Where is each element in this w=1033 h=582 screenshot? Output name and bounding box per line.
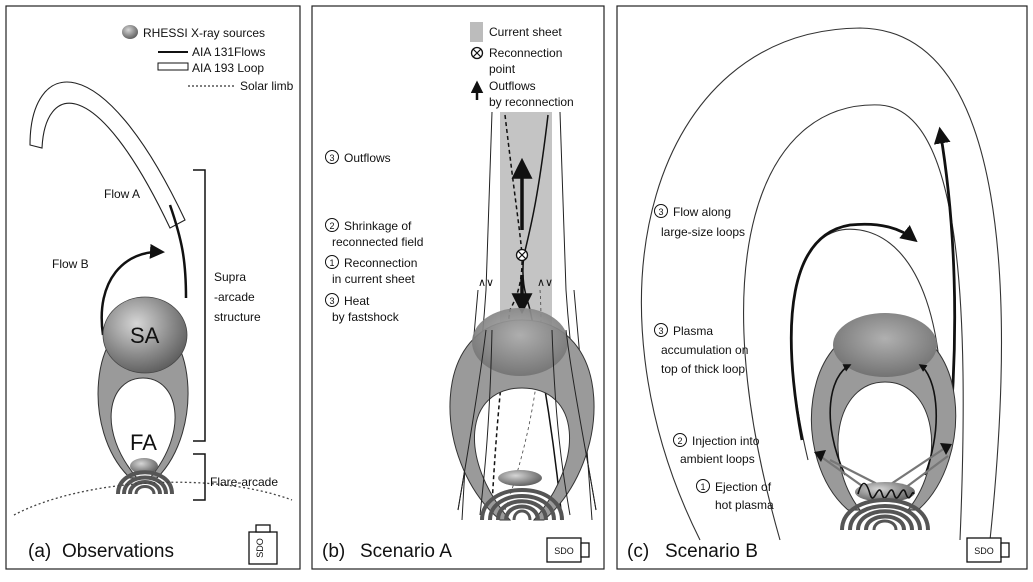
flare-arcade-c xyxy=(840,498,930,531)
legend-current-sheet: Current sheet xyxy=(489,25,562,39)
recon-legend-icon xyxy=(470,46,484,60)
caption-c-id: (c) xyxy=(627,541,649,562)
flare-arcade-bracket xyxy=(193,453,206,501)
svg-text:Heat: Heat xyxy=(344,294,370,308)
svg-text:Flow along: Flow along xyxy=(673,205,731,219)
svg-text:top of thick loop: top of thick loop xyxy=(661,362,745,376)
current-sheet-legend-icon xyxy=(470,22,483,42)
caption-c-title: Scenario B xyxy=(665,541,758,562)
supra-label-1: Supra xyxy=(214,270,246,284)
legend-rhessi: RHESSI X-ray sources xyxy=(143,26,265,40)
panel-a: RHESSI X-ray sources AIA 131Flows AIA 19… xyxy=(5,5,301,570)
svg-text:3: 3 xyxy=(658,207,663,217)
supra-bracket xyxy=(193,169,206,442)
supra-label-3: structure xyxy=(214,310,261,324)
inject-head-left xyxy=(814,450,826,462)
caption-b-title: Scenario A xyxy=(360,541,452,562)
legend-aia131: AIA 131Flows xyxy=(192,45,265,59)
svg-text:1: 1 xyxy=(700,482,705,492)
legend-a: RHESSI X-ray sources AIA 131Flows AIA 19… xyxy=(122,25,294,93)
caption-b-id: (b) xyxy=(322,541,345,562)
solar-limb-a xyxy=(13,481,293,516)
sa-label: SA xyxy=(130,323,160,348)
svg-text:accumulation on: accumulation on xyxy=(661,343,748,357)
svg-text:Ejection of: Ejection of xyxy=(715,480,772,494)
step-b-shrink: 2 Shrinkage of reconnected field xyxy=(325,218,423,249)
step-b-heat: 3 Heat by fastshock xyxy=(325,293,400,324)
step-b-outflows: 3 Outflows xyxy=(325,150,391,165)
chevrons-right: ∧∨ xyxy=(537,277,553,289)
inner-arrow-left xyxy=(829,364,852,476)
legend-aia193: AIA 193 Loop xyxy=(192,61,264,75)
svg-text:1: 1 xyxy=(329,258,334,268)
svg-text:ambient loops: ambient loops xyxy=(680,452,755,466)
sdo-icon-a: SDO xyxy=(248,524,278,565)
flow-a-line xyxy=(168,204,188,299)
sdo-label-a: SDO xyxy=(255,538,265,558)
svg-text:Shrinkage of: Shrinkage of xyxy=(344,219,412,233)
aia193-loop xyxy=(29,81,186,229)
chevrons-left: ∧∨ xyxy=(478,277,494,289)
large-loop-outer xyxy=(640,27,1002,541)
svg-text:reconnected field: reconnected field xyxy=(332,235,423,249)
rhessi-legend-icon xyxy=(122,25,138,39)
svg-text:2: 2 xyxy=(677,436,682,446)
sa-source xyxy=(102,296,188,374)
svg-text:3: 3 xyxy=(658,326,663,336)
flow-arrow-left xyxy=(789,222,918,441)
flare-arcade-a xyxy=(116,470,174,495)
svg-text:by fastshock: by fastshock xyxy=(332,310,400,324)
sdo-icon-c: SDO xyxy=(966,537,1010,563)
supra-label-2: -arcade xyxy=(214,290,255,304)
svg-text:Plasma: Plasma xyxy=(673,324,713,338)
legend-recon-2: point xyxy=(489,62,516,76)
flow-b-label: Flow B xyxy=(52,257,89,271)
large-loop-mid xyxy=(743,104,964,541)
step-c-inject: 2 Injection into ambient loops xyxy=(673,433,760,466)
accumulation-blob xyxy=(833,313,937,377)
svg-text:in current sheet: in current sheet xyxy=(332,272,415,286)
fa-source-c xyxy=(855,482,915,502)
svg-text:large-size loops: large-size loops xyxy=(661,225,745,239)
step-c-plasma: 3 Plasma accumulation on top of thick lo… xyxy=(654,323,748,376)
step-c-eject: 1 Ejection of hot plasma xyxy=(696,479,774,512)
legend-outflows-1: Outflows xyxy=(489,79,536,93)
step-b-recon: 1 Reconnection in current sheet xyxy=(325,255,417,286)
panel-b-frame xyxy=(311,5,605,570)
svg-text:Injection into: Injection into xyxy=(692,434,760,448)
sdo-label-c: SDO xyxy=(974,546,994,556)
flare-arcade-label: Flare-arcade xyxy=(210,475,278,489)
legend-outflows-2: by reconnection xyxy=(489,95,574,109)
panel-b: Current sheet Reconnection point Outflow… xyxy=(311,5,605,570)
flare-arcade-b xyxy=(480,488,564,521)
fa-label: FA xyxy=(130,430,157,455)
inject-head-right xyxy=(940,443,952,455)
svg-text:3: 3 xyxy=(329,153,334,163)
svg-text:Outflows: Outflows xyxy=(344,151,391,165)
sdo-label-b: SDO xyxy=(554,546,574,556)
thick-loop-b xyxy=(449,319,595,521)
sa-blob-b xyxy=(472,308,568,376)
caption-a-title: Observations xyxy=(62,541,174,562)
panel-c: 3 Flow along large-size loops 3 Plasma a… xyxy=(616,5,1028,570)
legend-limb: Solar limb xyxy=(240,79,294,93)
svg-text:3: 3 xyxy=(329,296,334,306)
sdo-icon-b: SDO xyxy=(546,537,590,563)
flow-b-arrow xyxy=(100,243,165,336)
svg-text:hot plasma: hot plasma xyxy=(715,498,774,512)
field-lines-b-over xyxy=(457,329,597,516)
flow-a-label: Flow A xyxy=(104,187,140,201)
step-c-flow: 3 Flow along large-size loops xyxy=(654,204,745,239)
hot-plasma-wave xyxy=(857,482,915,499)
reconnection-point xyxy=(515,248,529,262)
fa-source-b xyxy=(498,470,542,486)
panel-c-frame xyxy=(616,5,1028,570)
aia193-legend-icon xyxy=(157,62,189,71)
legend-recon-1: Reconnection xyxy=(489,46,562,60)
fa-source xyxy=(130,458,158,474)
caption-a-id: (a) xyxy=(28,541,51,562)
svg-text:2: 2 xyxy=(329,221,334,231)
svg-text:Reconnection: Reconnection xyxy=(344,256,417,270)
